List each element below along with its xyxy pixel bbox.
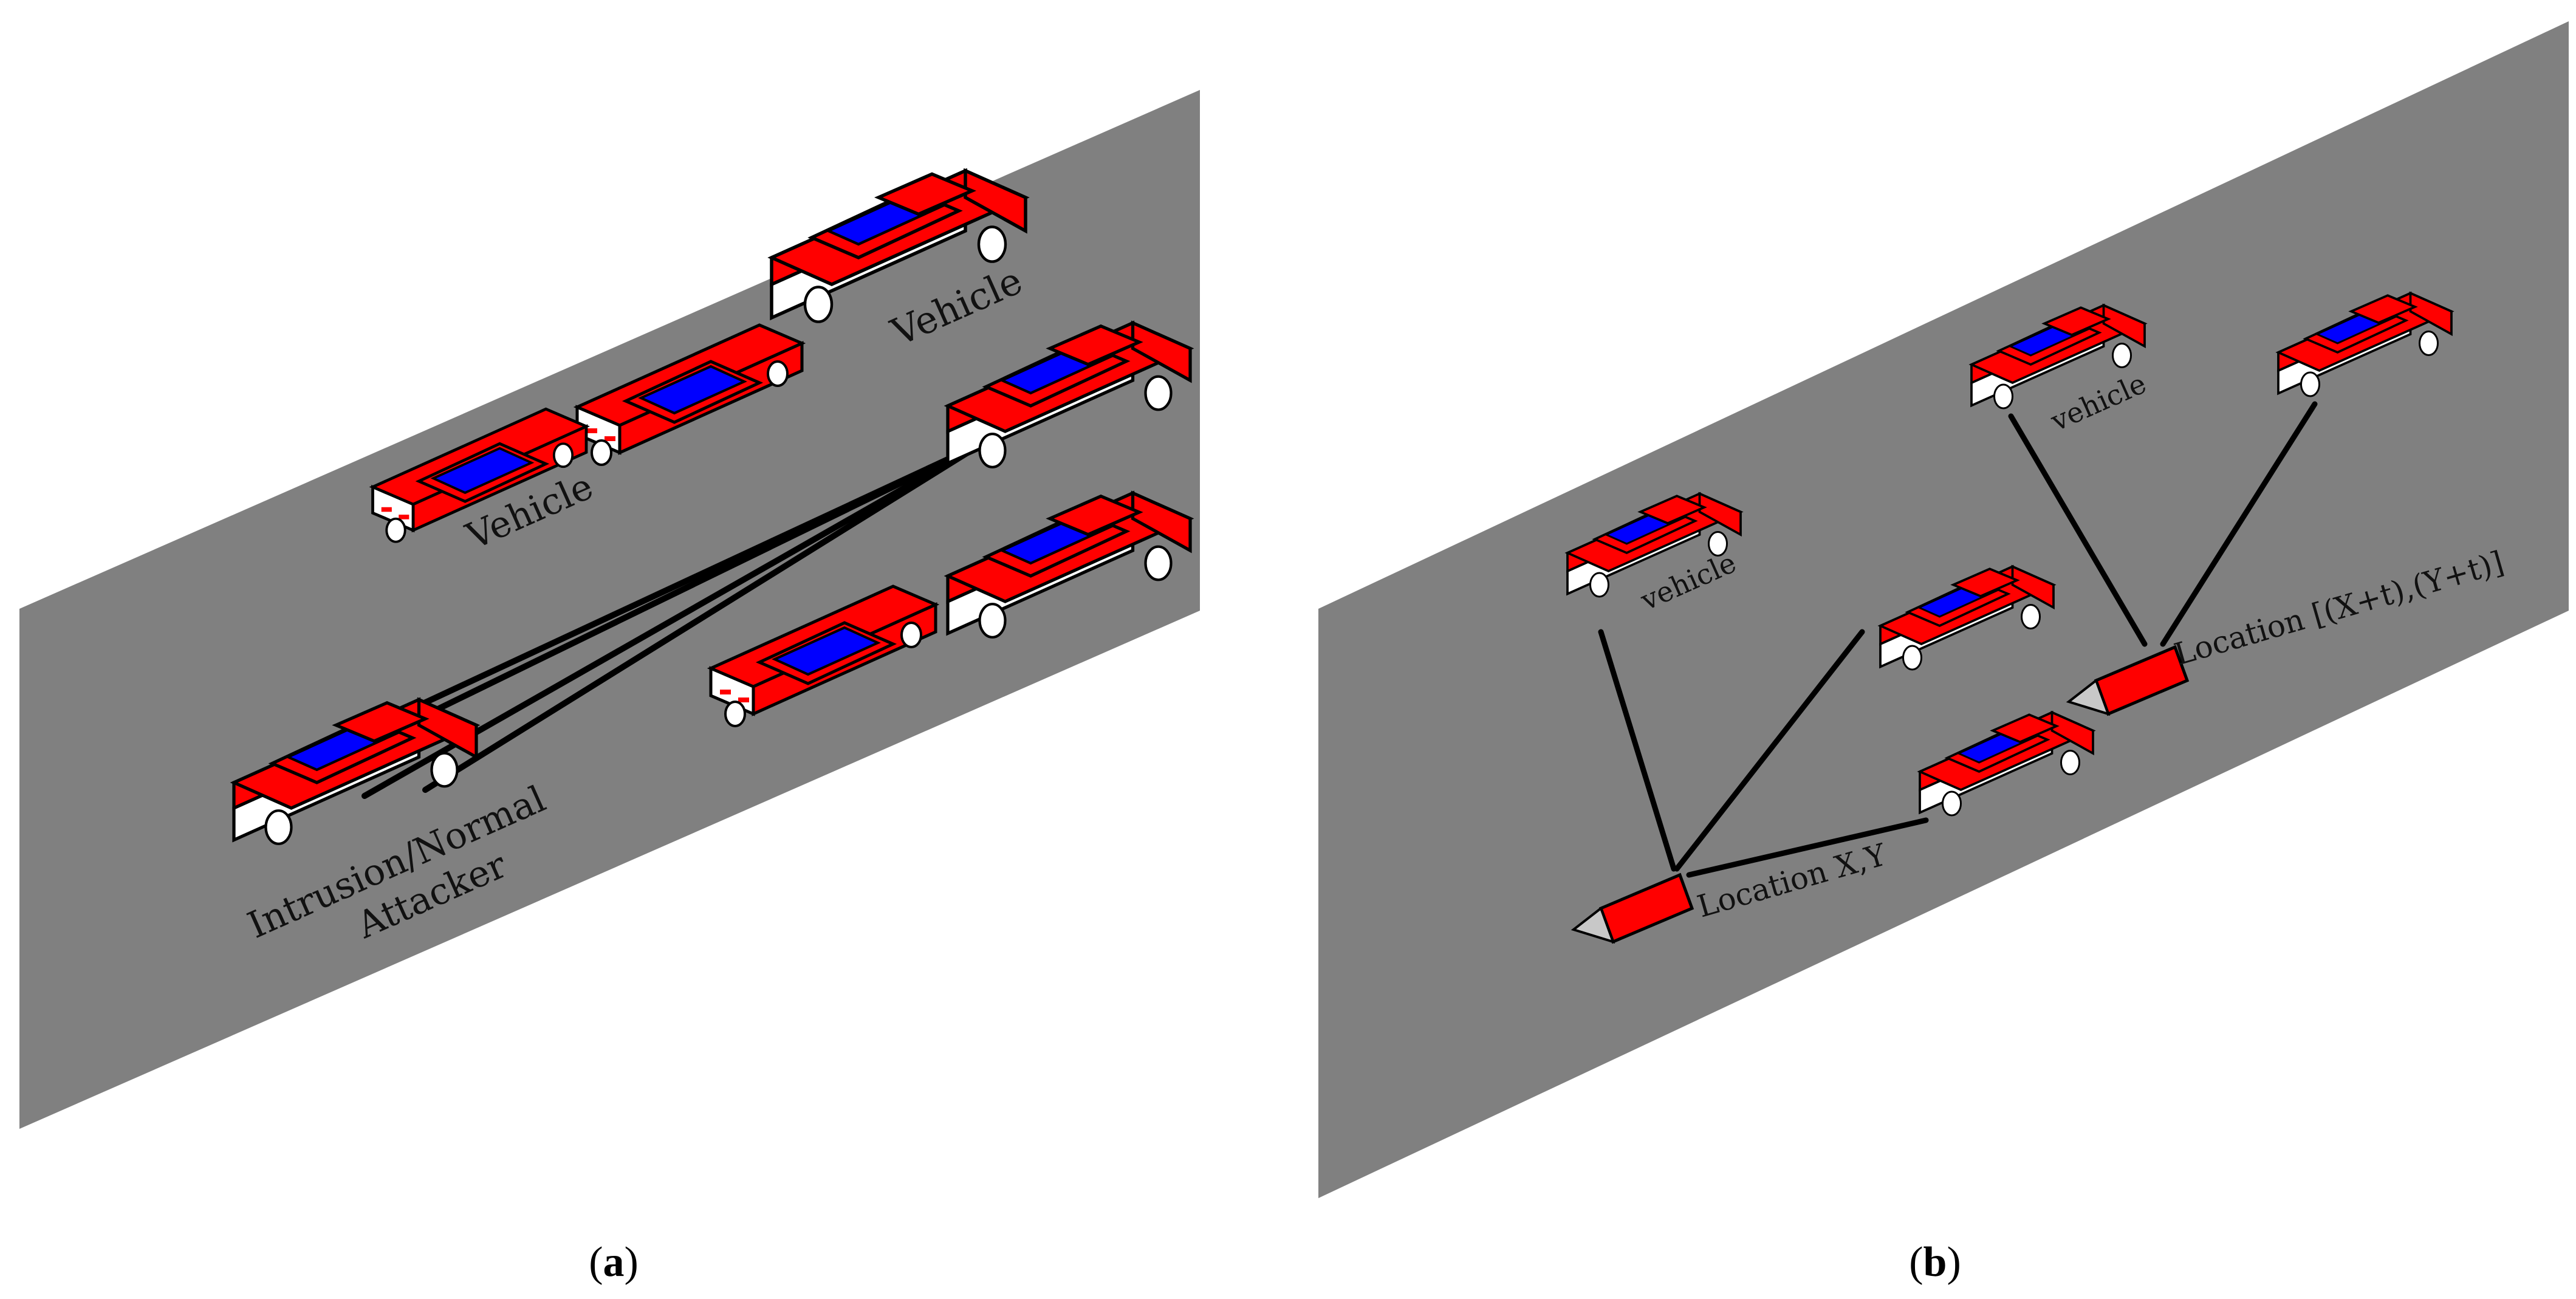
rsu-links [1598, 401, 2318, 878]
road-a [19, 90, 1200, 1129]
panel-b: vehicle vehicle Location X,Y Location [(… [1318, 21, 2569, 1286]
caption-b: (b) [1909, 1239, 1961, 1286]
caption-a: (a) [589, 1239, 639, 1286]
panel-a: Vehicle Vehicle Intrusion/Normal Attacke… [19, 90, 1200, 1286]
